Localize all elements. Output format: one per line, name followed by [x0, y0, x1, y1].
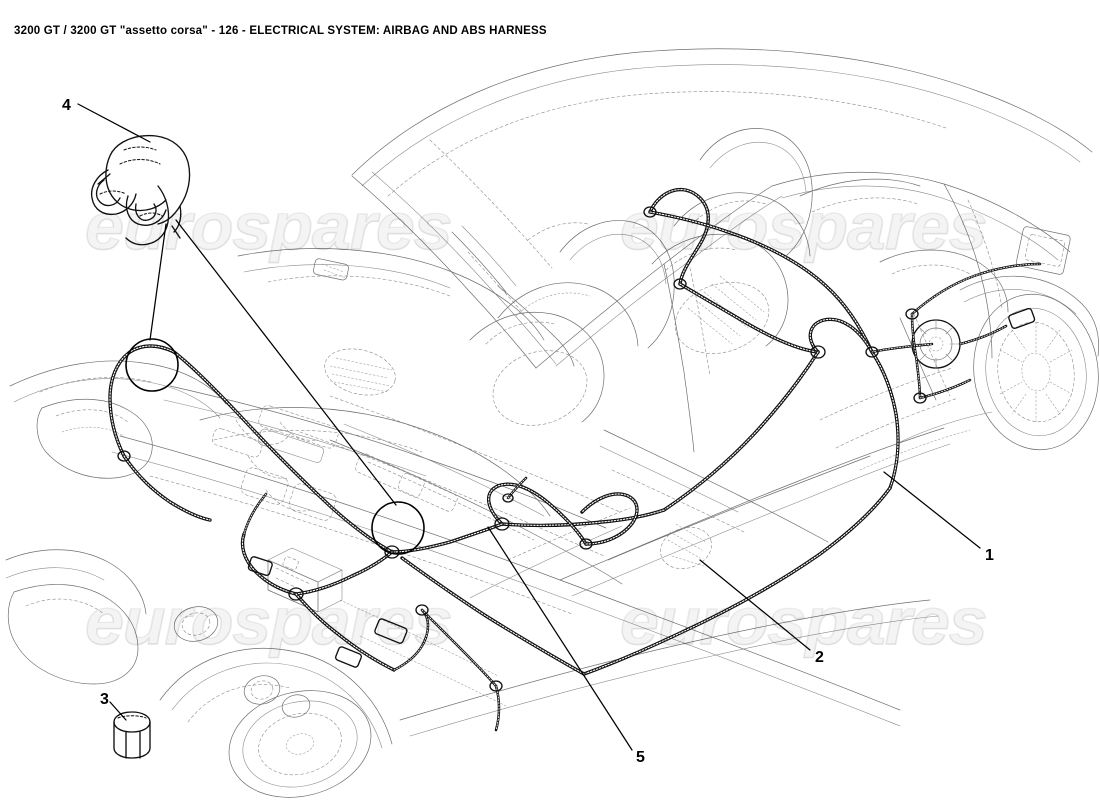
callout-number-1: 1 [985, 547, 994, 564]
detail-circles [125, 338, 425, 555]
rear-wheel [973, 293, 1099, 451]
front-hub-assembly [173, 606, 311, 718]
front-wheel [228, 690, 372, 798]
airbag-abs-harness [108, 187, 1042, 732]
car-body-outline [5, 48, 1099, 798]
passenger-seat [651, 128, 813, 354]
callout-number-4: 4 [62, 97, 71, 114]
rear-hub-assembly [911, 319, 961, 369]
driver-seat [469, 220, 675, 426]
harness-connectors [117, 206, 927, 692]
page-title: 3200 GT / 3200 GT "assetto corsa" - 126 … [14, 25, 547, 37]
connector-cap-part [113, 711, 151, 759]
bracket-clip-part [90, 134, 191, 246]
callout-number-5: 5 [636, 749, 645, 766]
callout-number-2: 2 [815, 649, 824, 666]
callout-leader-lines [77, 103, 981, 751]
callout-number-3: 3 [100, 691, 109, 708]
harness-inline-connectors [247, 307, 1036, 668]
